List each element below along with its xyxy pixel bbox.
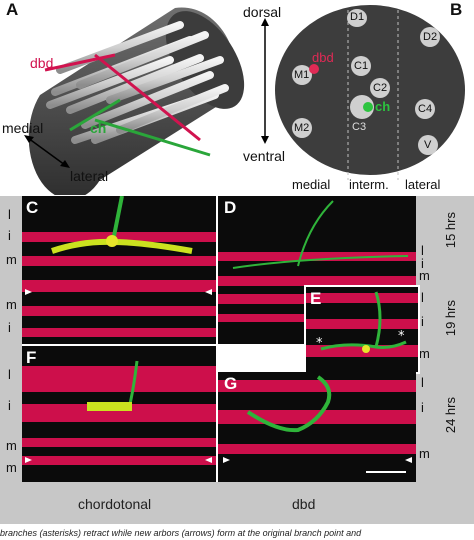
right-time-bar [416,196,474,482]
chordotonal-label: chordotonal [78,496,152,512]
lane-label-m: m [419,268,430,283]
lane-label-l: l [421,243,424,258]
panel-c-letter: C [26,198,39,217]
time-label-24: 24 hrs [443,397,458,434]
cell-label: V [424,139,432,151]
panel-f-micrograph: F [22,346,216,482]
lane-label-i: i [421,400,424,415]
dbd-label-a: dbd [30,55,54,71]
panel-a-letter: A [6,0,19,19]
lane-label-i: i [8,320,11,335]
lane-label-l: l [8,367,11,382]
left-lane-bar [0,196,22,482]
time-label-19: 19 hrs [443,300,458,337]
ch-label-b: ch [375,99,391,114]
panel-b: B dorsal ventral D1 D2 C1 C2 M1 C3 C4 [243,0,474,195]
ch-label-a: ch [90,120,107,136]
panel-c-micrograph: C [22,196,216,344]
cell-label: C1 [354,60,369,72]
ch-neuron-line [69,98,121,132]
lane-label-l: l [8,207,11,222]
panel-g-letter: G [224,374,238,393]
panel-a: A [0,0,250,195]
panel-f-letter: F [26,348,37,367]
lane-label-m: m [6,297,17,312]
time-label-15: 15 hrs [443,212,458,249]
lateral-label-b: lateral [405,177,441,192]
lane-label-l: l [421,375,424,390]
lateral-label-a: lateral [70,168,109,184]
dbd-neuron-line [44,53,116,72]
panel-e-micrograph: * * E [304,285,420,374]
lane-label-m: m [419,346,430,361]
cell-label: C3 [352,121,367,133]
cell-label: C2 [373,82,388,94]
lane-label-m: m [6,460,17,475]
lane-label-i: i [8,228,11,243]
svg-text:*: * [398,329,405,344]
lane-label-m: m [6,252,17,267]
ventral-label: ventral [243,148,286,164]
nerve-cylinder-diagram [24,7,245,195]
cross-section-diagram [261,5,465,180]
dbd-label-b: dbd [312,50,334,65]
bottom-label-bar [0,482,474,524]
panel-g-micrograph: G [218,372,416,482]
lane-label-i: i [421,256,424,271]
lane-label-m: m [6,438,17,453]
cell-label: D1 [350,11,365,23]
interm-label: interm. [349,177,389,192]
lane-label-m: m [419,446,430,461]
cell-label: D2 [423,31,438,43]
lane-label-i: i [8,398,11,413]
panel-b-letter: B [450,0,463,19]
svg-text:*: * [316,336,323,351]
medial-label-a: medial [2,120,44,136]
dbd-marker [309,64,319,74]
ch-marker [363,102,373,112]
dbd-bottom-label: dbd [292,496,316,512]
dorsal-label: dorsal [243,4,282,20]
cell-label: M1 [294,69,310,81]
lane-label-i: i [421,314,424,329]
panel-e-letter: E [310,289,322,308]
medial-label-b: medial [292,177,331,192]
cell-label: C4 [418,103,433,115]
cell-label: M2 [294,122,310,134]
panel-d-letter: D [224,198,237,217]
lane-label-l: l [421,290,424,305]
figure-caption: branches (asterisks) retract while new a… [0,528,362,538]
